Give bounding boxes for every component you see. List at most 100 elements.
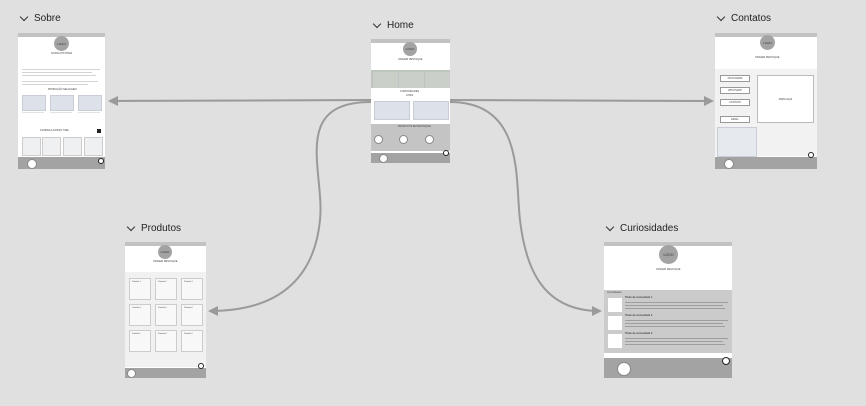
- text-line: [22, 69, 100, 70]
- chevron-down-icon[interactable]: [19, 12, 29, 22]
- footer-logo: [127, 369, 136, 378]
- frame-title-text: Contatos: [731, 13, 772, 24]
- product-card[interactable]: Produto 4: [129, 304, 151, 326]
- arrow-home-to-curiosidades: [449, 101, 602, 316]
- section-heading: CONHEÇA NOSSO TIME: [40, 129, 69, 132]
- highlight-card: [399, 72, 424, 88]
- footer: [125, 368, 206, 378]
- highlight-card: [373, 72, 398, 88]
- section-heading: PRODUTOS EM DESTAQUE: [398, 125, 431, 128]
- product-thumb: [425, 135, 434, 144]
- chevron-down-icon[interactable]: [372, 19, 382, 29]
- text-line: [625, 338, 728, 339]
- page-heading: ORIGEM DESTAQUE: [656, 268, 681, 271]
- top-nav-bar: [371, 39, 450, 43]
- product-card[interactable]: Produto 2: [155, 278, 177, 300]
- text-line: [625, 305, 723, 306]
- section-heading: PRODUÇÃO SELVAGEM: [48, 88, 77, 91]
- text-line: [50, 112, 72, 113]
- top-nav-bar: [18, 33, 105, 37]
- frame-produtos[interactable]: LOGO ORIGEM DESTAQUE Produto 1 Produto 2…: [125, 242, 206, 378]
- curiosity-title[interactable]: Título da curiosidade 3: [625, 332, 653, 335]
- product-card[interactable]: Produto 9: [181, 330, 203, 352]
- curiosity-thumb: [607, 333, 623, 349]
- frame-title-contatos[interactable]: Contatos: [716, 12, 772, 24]
- product-thumb: [374, 135, 383, 144]
- frame-curiosidades[interactable]: LOGO ORIGEM DESTAQUE Curiosidades Título…: [604, 242, 732, 378]
- page-heading: NOSSA HISTÓRIA: [51, 52, 73, 55]
- text-line: [78, 112, 100, 113]
- email-button[interactable]: EMAIL: [720, 116, 750, 123]
- arrow-home-to-produtos: [208, 101, 372, 316]
- curiosity-thumb: [607, 315, 623, 331]
- chevron-down-icon[interactable]: [716, 12, 726, 22]
- whatsapp-icon[interactable]: [808, 152, 814, 158]
- curiosity-title[interactable]: Título da curiosidade 2: [625, 314, 653, 317]
- image-placeholder: [374, 101, 410, 120]
- frame-home[interactable]: LOGO ORIGEM DESTAQUE CURIOSIDADES LINKS …: [371, 39, 450, 163]
- products-band: [371, 124, 450, 151]
- text-line: [22, 75, 96, 76]
- text-line: [22, 81, 98, 82]
- frame-contatos[interactable]: LOGO ORIGEM DESTAQUE INSTAGRAM WHATSAPP …: [715, 33, 817, 169]
- text-line: [625, 308, 725, 309]
- page-heading: ORIGEM DESTAQUE: [755, 56, 780, 59]
- image-placeholder: [717, 127, 757, 157]
- image-placeholder: [413, 101, 449, 120]
- text-line: [625, 320, 728, 321]
- top-nav-bar: [125, 242, 206, 246]
- footer-logo: [617, 362, 631, 376]
- whatsapp-icon[interactable]: [98, 158, 104, 164]
- whatsapp-icon[interactable]: [722, 357, 730, 365]
- page-heading: ORIGEM DESTAQUE: [398, 58, 423, 61]
- chevron-down-icon[interactable]: [126, 222, 136, 232]
- text-line: [625, 323, 723, 324]
- footer-logo: [379, 154, 388, 163]
- text-line: [22, 84, 88, 85]
- curiosities-band: [604, 290, 732, 353]
- footer: [604, 358, 732, 378]
- image-placeholder: [50, 95, 74, 111]
- image-placeholder: [78, 95, 102, 111]
- logo: LOGO: [54, 36, 69, 51]
- product-card[interactable]: Produto 5: [155, 304, 177, 326]
- frame-title-sobre[interactable]: Sobre: [19, 12, 61, 24]
- whatsapp-icon[interactable]: [198, 363, 204, 369]
- contact-button[interactable]: CONTATO: [720, 99, 750, 106]
- product-card[interactable]: Produto 3: [181, 278, 203, 300]
- team-card: [63, 137, 82, 156]
- product-card[interactable]: Produto 6: [181, 304, 203, 326]
- frame-sobre[interactable]: LOGO NOSSA HISTÓRIA PRODUÇÃO SELVAGEM CO…: [18, 33, 105, 169]
- text-line: [625, 344, 725, 345]
- team-card: [42, 137, 61, 156]
- chevron-down-icon[interactable]: [605, 222, 615, 232]
- logo: LOGO: [659, 245, 678, 264]
- team-card: [84, 137, 103, 156]
- map-placeholder: MAPA AQUI: [757, 75, 814, 123]
- section-heading: CURIOSIDADES: [400, 90, 420, 93]
- whatsapp-button[interactable]: WHATSAPP: [720, 87, 750, 94]
- product-card[interactable]: Produto 8: [155, 330, 177, 352]
- logo: LOGO: [158, 245, 172, 259]
- text-line: [625, 326, 725, 327]
- frame-title-text: Curiosidades: [620, 223, 679, 234]
- section-subheading: LINKS: [406, 94, 414, 97]
- frame-title-home[interactable]: Home: [372, 19, 414, 31]
- text-line: [22, 72, 92, 73]
- product-card[interactable]: Produto 1: [129, 278, 151, 300]
- whatsapp-icon[interactable]: [443, 150, 449, 156]
- footer: [371, 153, 450, 163]
- instagram-icon[interactable]: [97, 129, 101, 133]
- text-line: [625, 302, 728, 303]
- frame-title-curiosidades[interactable]: Curiosidades: [605, 222, 679, 234]
- frame-title-produtos[interactable]: Produtos: [126, 222, 181, 234]
- logo: LOGO: [760, 35, 775, 50]
- frame-title-text: Sobre: [34, 13, 61, 24]
- frame-title-text: Home: [387, 20, 414, 31]
- top-nav-bar: [604, 242, 732, 246]
- curiosity-title[interactable]: Título da curiosidade 1: [625, 296, 653, 299]
- product-card[interactable]: Produto 7: [129, 330, 151, 352]
- text-line: [625, 341, 723, 342]
- instagram-button[interactable]: INSTAGRAM: [720, 75, 750, 82]
